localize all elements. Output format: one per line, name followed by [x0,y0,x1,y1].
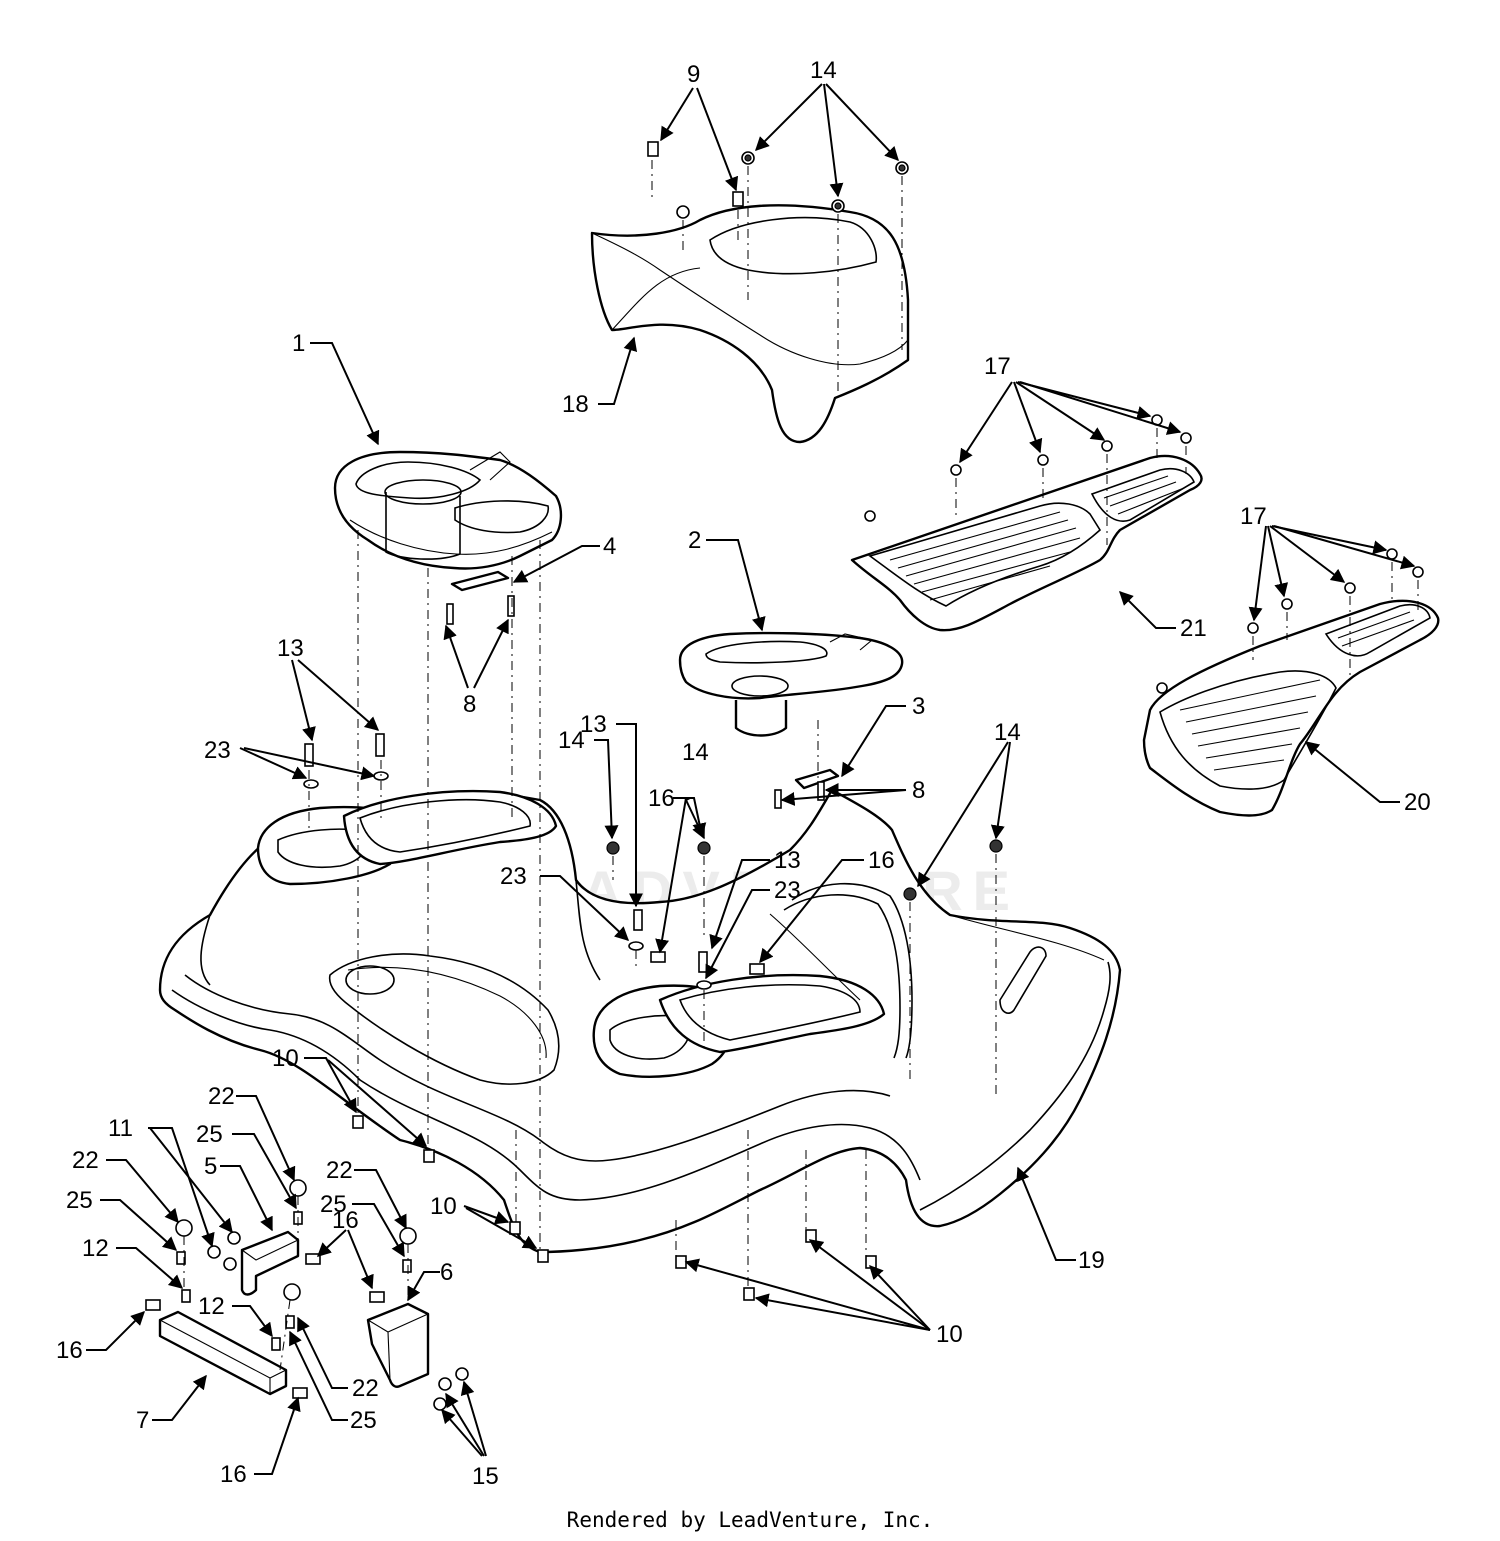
hardware [145,141,1424,1411]
callout-16: 16 [648,785,675,812]
part-19-main-body [158,788,1122,1254]
part-18-rear-cover [590,204,910,444]
callout-9: 9 [687,61,700,88]
part-4-bracket [450,570,510,592]
callout-8: 8 [463,691,476,718]
part-6-bracket [366,1302,430,1388]
callout-20: 20 [1404,789,1431,816]
callout-16c: 16 [56,1337,83,1364]
callout-25: 25 [196,1121,223,1148]
callout-15: 15 [472,1463,499,1490]
callout-23: 23 [204,737,231,764]
callout-7: 7 [136,1407,149,1434]
callout-21: 21 [1180,615,1207,642]
callout-17: 17 [984,353,1011,380]
callout-25c: 25 [350,1407,377,1434]
callout-17b: 17 [1240,503,1267,530]
part-20-floor-mat [1142,599,1440,817]
callout-2: 2 [688,527,701,554]
callout-1: 1 [292,330,305,357]
callout-22c: 22 [352,1375,379,1402]
callout-23c: 23 [774,877,801,904]
callout-3: 3 [912,693,925,720]
callout-5: 5 [204,1153,217,1180]
callout-14d: 14 [994,719,1021,746]
part-7-bracket [158,1310,288,1396]
callout-12: 12 [82,1235,109,1262]
part-5-bracket [240,1230,300,1296]
callout-10: 10 [272,1045,299,1072]
leader-lines [86,83,1416,1475]
callout-22d: 22 [326,1157,353,1184]
callout-4: 4 [603,533,616,560]
callout-23b: 23 [500,863,527,890]
callout-labels: 9 14 18 1 4 8 13 23 2 3 8 13 14 16 14 13… [56,57,1431,1490]
callout-22b: 22 [72,1147,99,1174]
part-3-bracket [794,768,840,790]
callout-16d: 16 [332,1207,359,1234]
callout-11: 11 [108,1115,133,1142]
callout-16e: 16 [220,1461,247,1488]
footer-credit: Rendered by LeadVenture, Inc. [566,1508,934,1532]
part-2-right-console [678,631,904,737]
callout-14c: 14 [682,739,709,766]
callout-16b: 16 [868,847,895,874]
callout-25b: 25 [66,1187,93,1214]
callout-19: 19 [1078,1247,1105,1274]
callout-12b: 12 [198,1293,225,1320]
callout-22: 22 [208,1083,235,1110]
callout-6: 6 [440,1259,453,1286]
callout-25d: 25 [320,1191,347,1218]
callout-18: 18 [562,391,589,418]
part-1-left-console [333,450,563,570]
callout-14: 14 [810,57,837,84]
part-21-floor-mat [850,454,1203,632]
callout-8b: 8 [912,777,925,804]
callout-14b: 14 [558,727,585,754]
callout-10c: 10 [936,1321,963,1348]
callout-13: 13 [277,635,304,662]
callout-10b: 10 [430,1193,457,1220]
callout-13b: 13 [580,711,607,738]
callout-13c: 13 [774,847,801,874]
